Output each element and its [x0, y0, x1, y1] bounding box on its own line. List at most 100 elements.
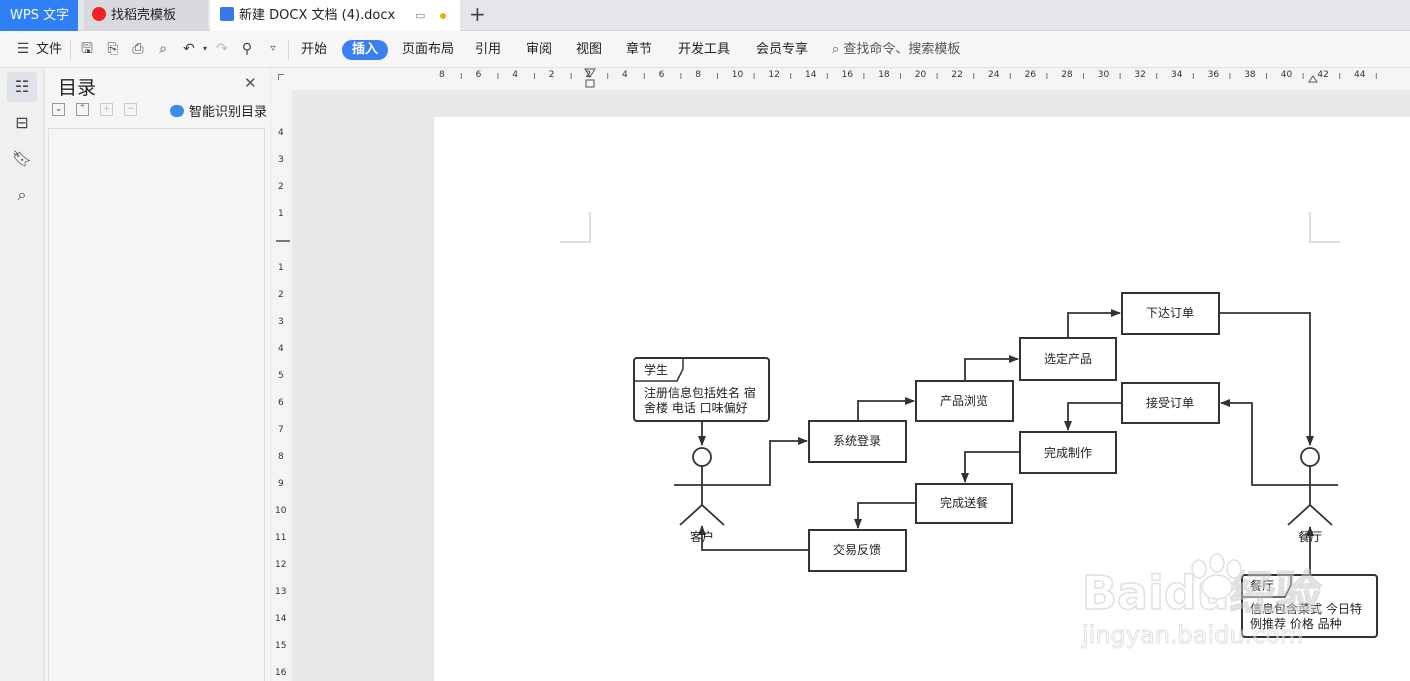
ruler-number: 8 [695, 70, 701, 80]
wps-writer-icon [220, 7, 234, 21]
ruler-number: 24 [988, 70, 1000, 80]
ruler-number: 4 [622, 70, 628, 80]
arrow-select-to-order [1067, 309, 1121, 338]
undo-icon[interactable]: ↶ [183, 41, 195, 57]
margin-marker [276, 240, 290, 242]
corner-mark-right [1309, 212, 1340, 243]
menu-member[interactable]: 会员专享 [756, 42, 809, 57]
navigation-icon[interactable]: ⊟ [15, 113, 29, 132]
step-accept-box [1121, 382, 1220, 424]
toc-panel-icon[interactable]: ☷ [7, 72, 37, 102]
tab-wps-app[interactable]: WPS 文字 [0, 0, 78, 31]
ruler-number: 13 [275, 587, 287, 597]
command-search-placeholder: 查找命令、搜索模板 [843, 42, 961, 57]
toc-title: 目录 [58, 77, 97, 99]
arrow-restaurant-to-accept [1220, 399, 1282, 486]
file-menu[interactable]: 文件 [36, 42, 63, 57]
ruler-number: 36 [1207, 70, 1220, 80]
bookmark-icon[interactable]: 🔖︎ [11, 149, 33, 168]
smart-toc-label: 智能识别目录 [189, 105, 268, 120]
ruler-number: 12 [768, 70, 780, 80]
ruler-number: 38 [1244, 70, 1256, 80]
ruler-number: 16 [275, 668, 287, 678]
tab-template-label: 找稻壳模板 [111, 8, 177, 23]
remove-level-icon[interactable]: − [124, 103, 137, 116]
ruler-number: 8 [278, 452, 284, 462]
tab-stop-icon[interactable] [278, 74, 284, 80]
find-icon[interactable]: ⌕ [17, 185, 27, 204]
step-make-box [1019, 431, 1117, 474]
step-select-label: 选定产品 [1044, 351, 1092, 366]
ruler-number: 32 [1134, 70, 1146, 80]
print-icon[interactable]: ⎙ [132, 41, 144, 57]
monitor-icon[interactable]: ▭ [415, 9, 426, 22]
menu-developer[interactable]: 开发工具 [678, 42, 731, 57]
step-order-box [1121, 292, 1220, 335]
format-painter-icon[interactable]: ⚲ [241, 41, 253, 57]
close-icon[interactable]: ✕ [244, 74, 257, 92]
step-deliver-box [915, 483, 1013, 524]
paw-icon [1191, 553, 1242, 600]
actor-restaurant-label: 餐厅 [1298, 529, 1322, 544]
ruler-number: 26 [1024, 70, 1037, 80]
ruler-number: 6 [475, 70, 482, 80]
ruler-number: 34 [1171, 70, 1183, 80]
menu-view[interactable]: 视图 [576, 42, 603, 57]
more-dropdown-icon[interactable]: ▿ [270, 43, 276, 54]
expand-all-icon[interactable]: ⌃ [76, 103, 89, 116]
ruler-number: 3 [278, 317, 284, 327]
ruler-number: 1 [278, 263, 284, 273]
menu-start[interactable]: 开始 [301, 42, 328, 57]
menu-chapter[interactable]: 章节 [626, 42, 653, 57]
step-login-label: 系统登录 [833, 433, 881, 448]
ruler-number: 10 [275, 506, 287, 516]
toolbar-divider [70, 40, 71, 60]
tab-document[interactable]: 新建 DOCX 文档 (4).docx ▭ [210, 0, 460, 31]
ruler-number: 8 [439, 70, 445, 80]
tab-template[interactable]: 找稻壳模板 [84, 0, 208, 31]
undo-dropdown-icon[interactable]: ▾ [202, 44, 207, 53]
menu-page-layout[interactable]: 页面布局 [402, 42, 455, 57]
tab-document-label: 新建 DOCX 文档 (4).docx [239, 8, 396, 23]
arrow-make-to-deliver [961, 451, 1020, 483]
ruler-number: 30 [1097, 70, 1110, 80]
ruler-number: 16 [841, 70, 854, 80]
export-pdf-icon[interactable]: ⎘ [107, 41, 119, 57]
step-order-label: 下达订单 [1146, 306, 1194, 320]
ruler-number: 10 [731, 70, 744, 80]
ruler-number: 6 [658, 70, 665, 80]
ruler-number: 42 [1317, 70, 1329, 80]
arrow-login-to-browse [857, 397, 915, 421]
new-tab-button[interactable]: + [469, 2, 486, 26]
ruler-number: 40 [1280, 70, 1293, 80]
smart-toc-button[interactable]: 智能识别目录 [170, 101, 267, 120]
horizontal-ruler-ticks [460, 68, 1377, 88]
add-level-icon[interactable]: + [100, 103, 113, 116]
save-icon[interactable]: 🖫 [81, 41, 93, 57]
document-page[interactable]: 学生 注册信息包括姓名 宿 舍楼 电话 口味偏好 餐厅 信息包含菜式 今日特 例… [434, 117, 1410, 681]
ruler-number: 18 [878, 70, 890, 80]
collapse-all-icon[interactable]: ⌄ [52, 103, 65, 116]
redo-icon[interactable]: ↷ [216, 41, 228, 57]
arrow-browse-to-select [964, 355, 1019, 381]
ruler-number: 20 [914, 70, 927, 80]
arrow-order-to-restaurant [1219, 312, 1314, 446]
toolbar-divider [288, 40, 289, 60]
actor-customer-label: 客户 [690, 529, 714, 544]
step-make-label: 完成制作 [1044, 445, 1092, 460]
ruler-number: 4 [512, 70, 518, 80]
command-search[interactable]: ⌕ 查找命令、搜索模板 [832, 40, 960, 60]
menu-review[interactable]: 审阅 [526, 42, 553, 57]
step-browse-box [915, 380, 1014, 422]
ruler-number: 14 [805, 70, 817, 80]
ruler-number: 2 [585, 70, 592, 80]
ruler-number: 9 [278, 479, 284, 489]
print-preview-icon[interactable]: ⌕ [159, 41, 167, 57]
ruler-number: 2 [278, 182, 284, 192]
menu-hamburger-icon[interactable]: ☰ [16, 41, 30, 57]
menu-references[interactable]: 引用 [475, 42, 502, 57]
menu-insert[interactable]: 插入 [342, 40, 389, 60]
note-student-title: 学生 [644, 362, 668, 377]
